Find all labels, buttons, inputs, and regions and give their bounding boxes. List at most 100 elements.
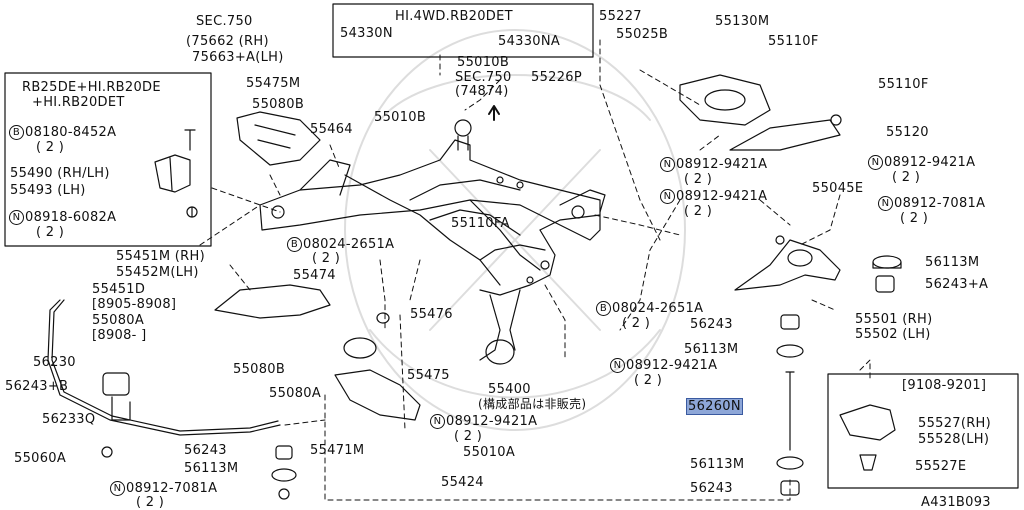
part-label-54330NA: 54330NA <box>498 34 561 49</box>
mount-bracket-left <box>154 129 198 218</box>
part-label-56113M-c: 56113M <box>184 461 239 476</box>
part-label-55476: 55476 <box>410 307 453 322</box>
engine-variant-line1: RB25DE+HI.RB20DE <box>22 80 161 95</box>
part-label-55451M: 55451M (RH) <box>116 249 205 264</box>
leader-lines <box>199 39 871 501</box>
part-label-55110FA: 55110FA <box>451 216 510 231</box>
arrow-up-icon <box>488 105 500 121</box>
part-label-55080A-a: 55080A <box>92 313 145 328</box>
part-label-56113M-a: 56113M <box>925 255 980 270</box>
sec750-b-title: SEC.750 <box>455 70 512 85</box>
part-label-55010B-left: 55010B <box>374 110 427 125</box>
hi4wd-box-frame <box>332 3 594 58</box>
part-label-55528: 55528(LH) <box>918 432 990 447</box>
date-range-box-title: [9108-9201] <box>902 378 987 393</box>
part-qty-08912-e: ( 2 ) <box>454 429 483 444</box>
marker-b-icon: B <box>596 301 611 316</box>
part-qty-08180: ( 2 ) <box>36 140 65 155</box>
part-label-55130M: 55130M <box>715 14 770 29</box>
part-label-56243B: 56243+B <box>5 379 69 394</box>
part-label-55452M: 55452M(LH) <box>116 265 199 280</box>
part-label-55226P: 55226P <box>531 70 582 85</box>
part-qty-08024-b: ( 2 ) <box>622 316 651 331</box>
part-date-55451D: [8905-8908] <box>92 297 177 312</box>
part-label-55110F-a: 55110F <box>768 34 819 49</box>
part-label-55045E: 55045E <box>812 181 864 196</box>
part-qty-08912-7081-b: ( 2 ) <box>136 495 165 510</box>
sec750-a-line2: 75663+A(LH) <box>192 50 284 65</box>
sec750-b-sub: (74874) <box>455 84 509 99</box>
part-date-55080A-a: [8908- ] <box>92 328 147 343</box>
crossmember-frame <box>259 119 606 365</box>
marker-n-icon: N <box>430 414 445 429</box>
bracket-55451M <box>214 284 331 319</box>
part-label-55471M: 55471M <box>310 443 365 458</box>
stabilizer-bar <box>47 299 281 436</box>
part-label-55475M: 55475M <box>246 76 301 91</box>
part-label-55475: 55475 <box>407 368 450 383</box>
marker-n-icon: N <box>110 481 125 496</box>
part-label-55527E: 55527E <box>915 459 967 474</box>
part-label-55010B-top: 55010B <box>457 55 510 70</box>
part-qty-08912-d: ( 2 ) <box>634 373 663 388</box>
part-qty-08912-7081-a: ( 2 ) <box>900 211 929 226</box>
marker-n-icon: N <box>660 189 675 204</box>
part-qty-08918: ( 2 ) <box>36 225 65 240</box>
part-label-55060A: 55060A <box>14 451 67 466</box>
part-label-55501: 55501 (RH) <box>855 312 933 327</box>
part-qty-08912-b: ( 2 ) <box>892 170 921 185</box>
part-label-55110F-b: 55110F <box>878 77 929 92</box>
part-label-56260N[interactable]: 56260N <box>686 398 743 415</box>
part-label-55080A-b: 55080A <box>269 386 322 401</box>
marker-n-icon: N <box>660 157 675 172</box>
left-column-parts <box>101 445 297 500</box>
part-label-55527: 55527(RH) <box>918 416 992 431</box>
part-label-56243-a: 56243 <box>690 317 733 332</box>
part-label-54330N: 54330N <box>340 26 393 41</box>
part-label-55474: 55474 <box>293 268 336 283</box>
marker-b-icon: B <box>287 237 302 252</box>
part-label-55464: 55464 <box>310 122 353 137</box>
part-label-55010A: 55010A <box>463 445 516 460</box>
part-qty-08024-a: ( 2 ) <box>312 251 341 266</box>
right-column-parts <box>776 255 902 496</box>
sec750-a-title: SEC.750 <box>196 14 253 29</box>
marker-n-icon: N <box>868 155 883 170</box>
part-label-56243-c: 56243 <box>690 481 733 496</box>
bracket-55464 <box>236 111 321 166</box>
upper-arm <box>679 74 842 151</box>
marker-n-icon: N <box>878 196 893 211</box>
part-label-56233Q: 56233Q <box>42 412 96 427</box>
hi4wd-box-title: HI.4WD.RB20DET <box>395 9 513 24</box>
rod-56260N <box>785 371 795 451</box>
engine-variant-line2: +HI.RB20DET <box>32 95 125 110</box>
part-label-56230: 56230 <box>33 355 76 370</box>
part-label-56113M-d: 56113M <box>690 457 745 472</box>
part-label-55493: 55493 (LH) <box>10 183 86 198</box>
bracket-55471M <box>334 369 421 421</box>
part-label-56243-b: 56243 <box>184 443 227 458</box>
part-qty-08912-a: ( 2 ) <box>684 172 713 187</box>
part-label-55424: 55424 <box>441 475 484 490</box>
member-mount-55476 <box>343 337 377 359</box>
lower-arm <box>734 235 841 291</box>
part-note-55400: (構成部品は非販売) <box>478 397 587 411</box>
part-label-55025B: 55025B <box>616 27 669 42</box>
part-label-55080B-top: 55080B <box>252 97 305 112</box>
part-label-55502: 55502 (LH) <box>855 327 931 342</box>
marker-b-icon: B <box>9 125 24 140</box>
part-label-56243A: 56243+A <box>925 277 989 292</box>
